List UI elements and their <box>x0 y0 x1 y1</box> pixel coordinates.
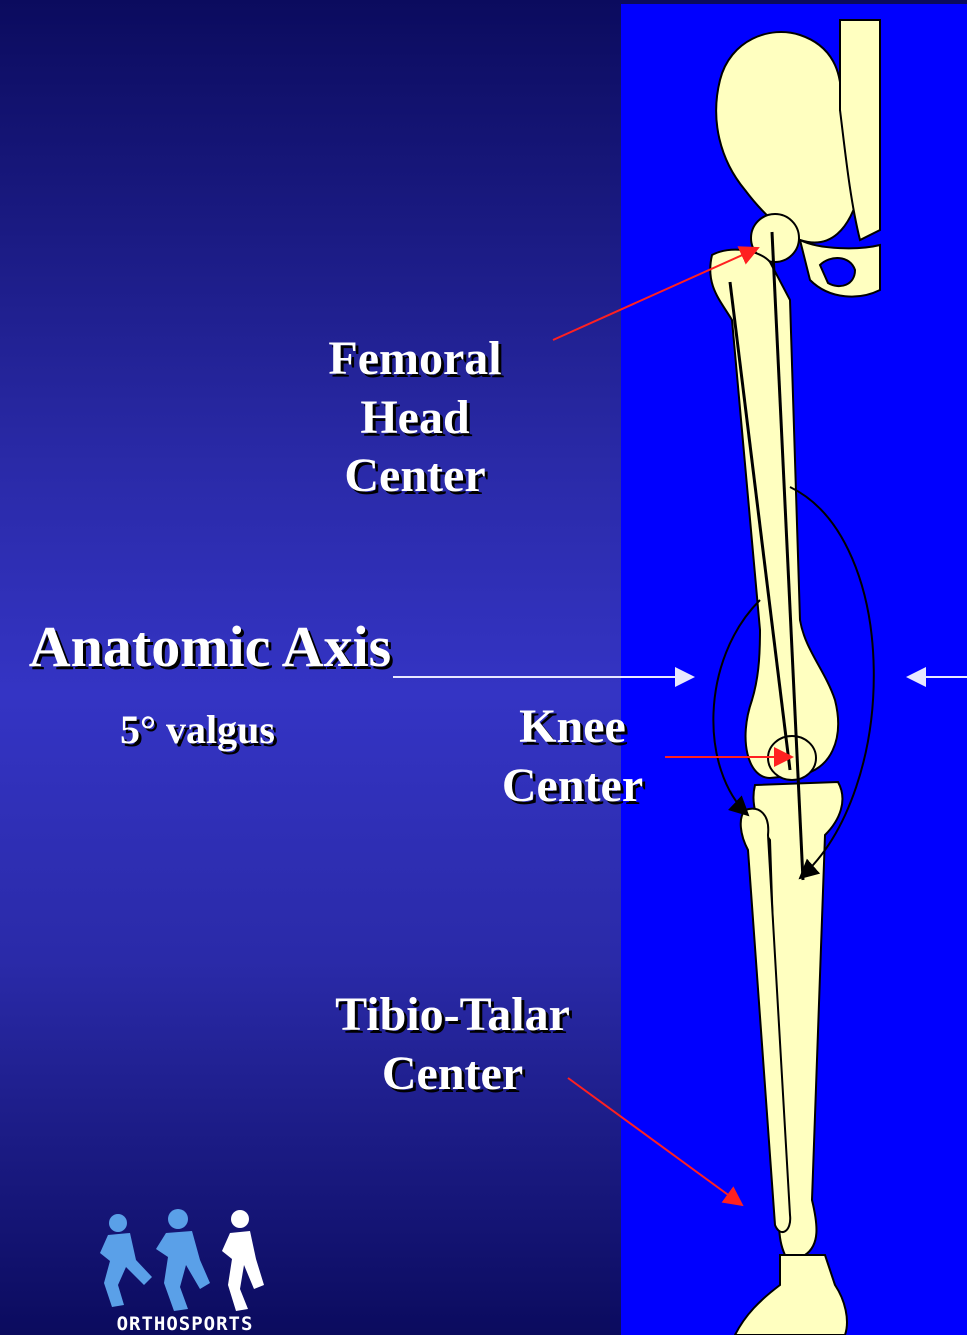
foot-bones <box>735 1255 847 1335</box>
tibio-talar-line-1: Tibio-Talar <box>305 986 600 1045</box>
femoral-line-2: Head <box>300 389 530 448</box>
knee-line-1: Knee <box>480 698 665 757</box>
femoral-line-1: Femoral <box>300 330 530 389</box>
orthosports-logo: ORTHOSPORTS <box>60 1205 310 1335</box>
tibio-talar-center-label: Tibio-Talar Center <box>305 986 600 1103</box>
knee-center-label: Knee Center <box>480 698 665 815</box>
running-figures-icon <box>60 1205 310 1315</box>
valgus-label: 5° valgus <box>90 706 305 755</box>
knee-line-2: Center <box>480 757 665 816</box>
anatomic-axis-label: Anatomic Axis <box>5 612 415 683</box>
femoral-line-3: Center <box>300 447 530 506</box>
femoral-head-center-label: Femoral Head Center <box>300 330 530 506</box>
tibio-talar-line-2: Center <box>305 1045 600 1104</box>
orthosports-logo-text: ORTHOSPORTS <box>60 1313 310 1335</box>
